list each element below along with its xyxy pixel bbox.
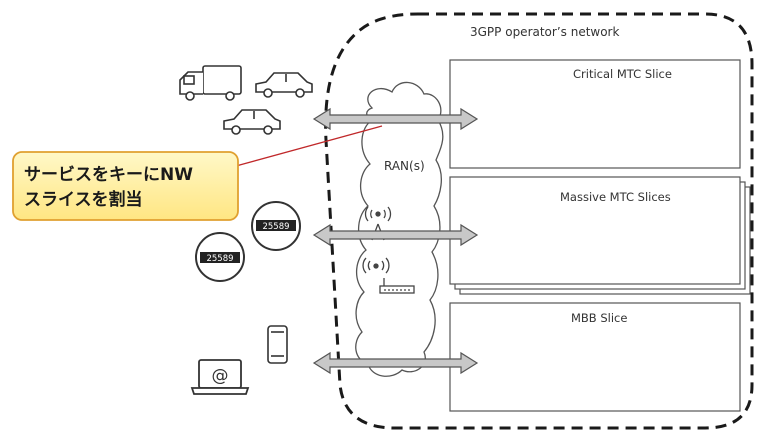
callout-leader-line [235, 125, 383, 167]
mbb-slice-label: MBB Slice [571, 311, 627, 325]
callout-box: サービスをキーにNW スライスを割当 [12, 151, 239, 221]
wireless-router-icon [362, 257, 415, 294]
operator-network-boundary [324, 12, 754, 430]
car-icon [223, 109, 281, 135]
car-icon [255, 72, 313, 98]
svg-text:@: @ [212, 366, 229, 386]
truck-icon [179, 65, 242, 101]
svg-text:25589: 25589 [206, 254, 233, 264]
mbb-slice-box [449, 302, 741, 412]
network-label: 3GPP operator’s network [470, 25, 619, 39]
massive-mtc-slice-label: Massive MTC Slices [560, 190, 671, 204]
connection-arrow-critical [312, 107, 479, 131]
connection-arrow-massive [312, 223, 479, 247]
smartphone-icon [267, 325, 288, 364]
laptop-icon: @ [190, 359, 250, 395]
callout-line-1: サービスをキーにNW [24, 165, 193, 185]
smart-meter-icon: 25589 [251, 201, 301, 251]
smart-meter-icon: 25589 [195, 232, 245, 282]
callout-line-2: スライスを割当 [24, 189, 143, 210]
connection-arrow-mbb [312, 351, 479, 375]
svg-text:25589: 25589 [262, 222, 289, 232]
critical-mtc-slice-label: Critical MTC Slice [573, 67, 672, 81]
massive-mtc-slice-box [449, 176, 741, 285]
ran-label: RAN(s) [384, 159, 425, 173]
ran-cloud [355, 81, 444, 377]
critical-mtc-slice-box [449, 59, 741, 169]
